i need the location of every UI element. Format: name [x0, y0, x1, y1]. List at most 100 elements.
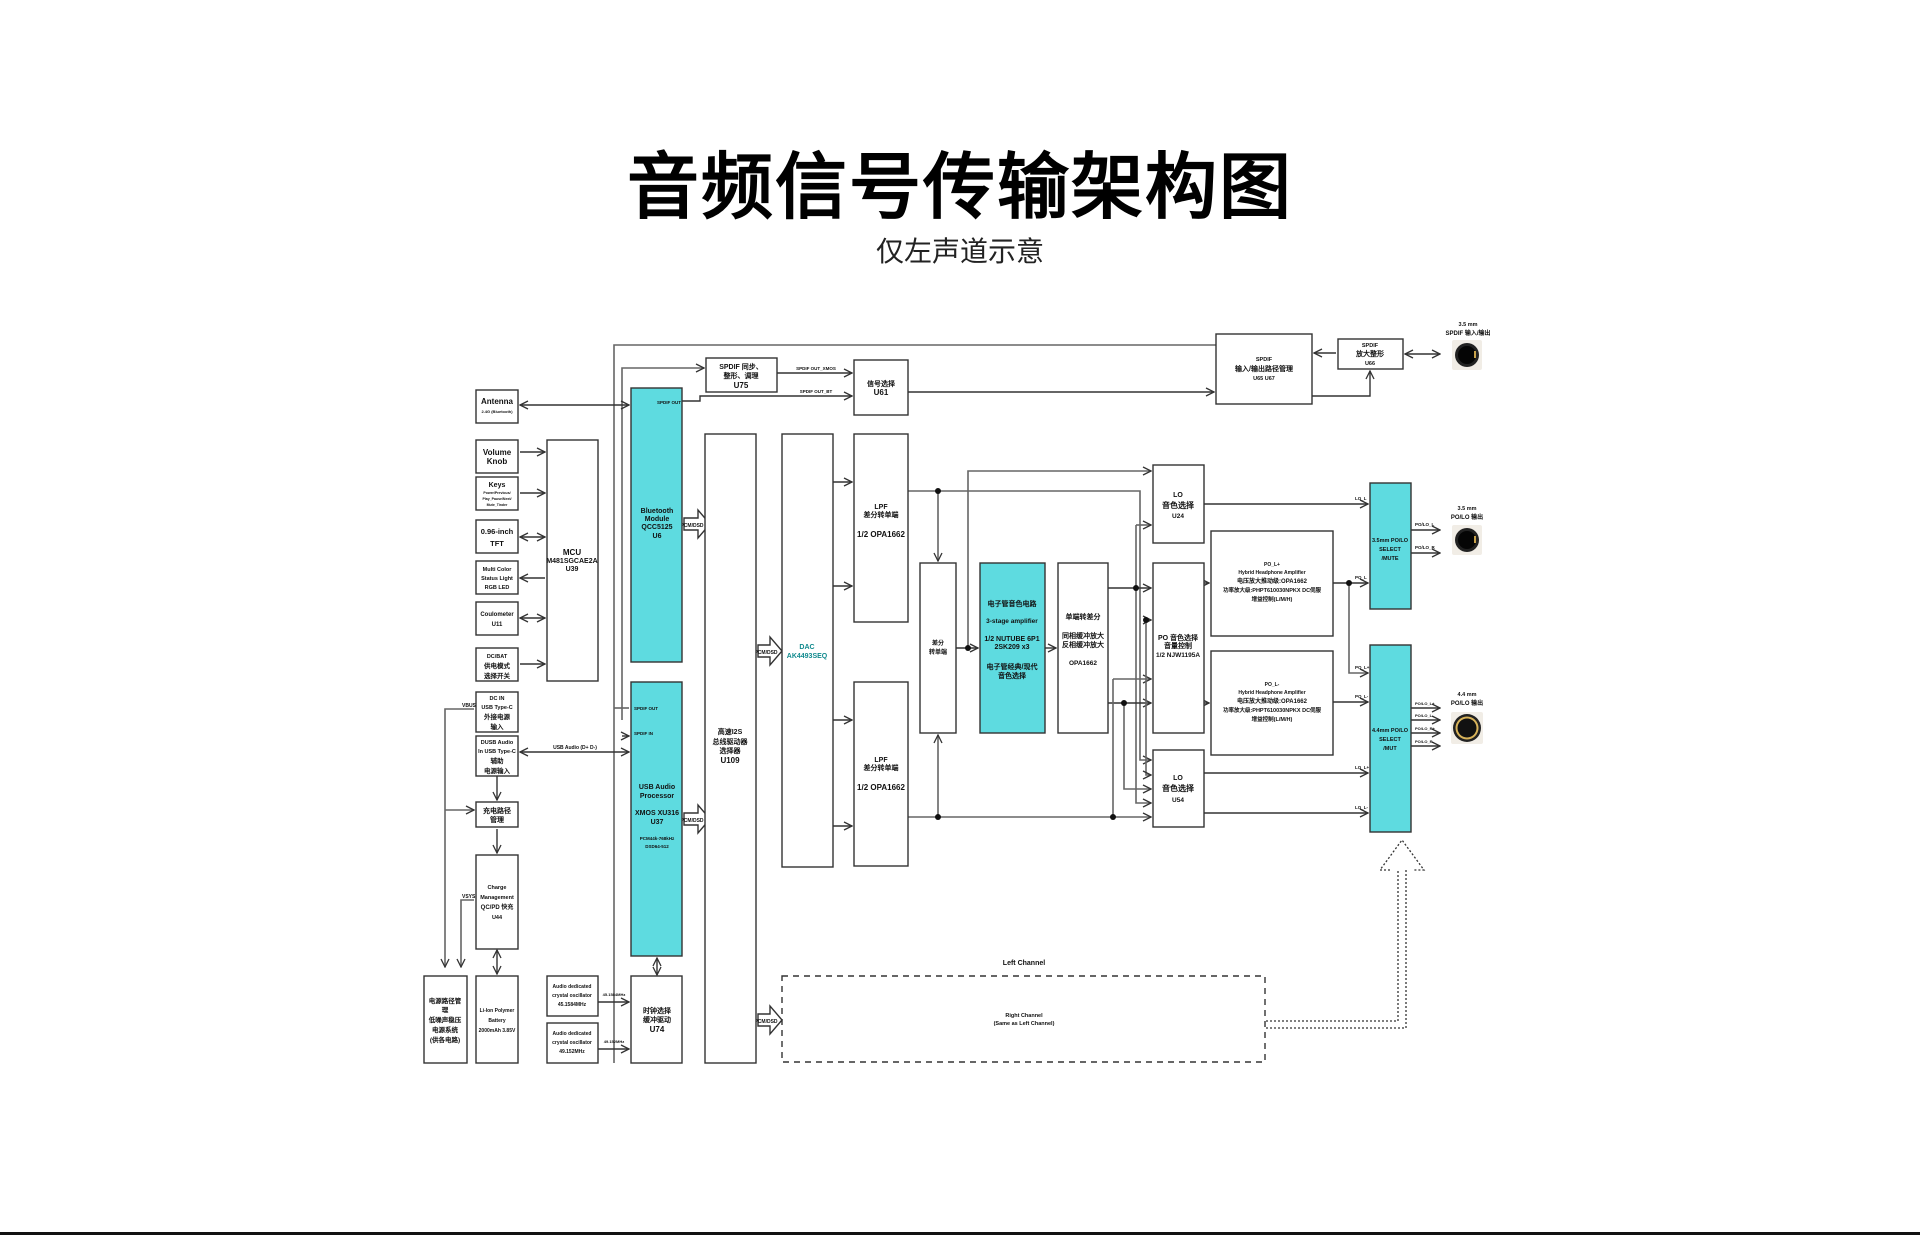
svg-text:Antenna: Antenna: [481, 397, 514, 406]
svg-text:总线驱动器: 总线驱动器: [713, 737, 749, 746]
svg-text:Right Channel: Right Channel: [1005, 1013, 1043, 1019]
lo-l-minus-label: LO_L-: [1355, 805, 1369, 810]
freq-48k-label: 49.152MHz: [604, 1039, 624, 1044]
charge-path-block: 充电路径 管理: [475, 801, 519, 828]
mcu-block: MCU M481SGCAE2A U39: [546, 439, 599, 682]
svg-text:XMOS XU316: XMOS XU316: [635, 810, 679, 817]
usb-audio-signal-label: USB Audio (D+ D-): [553, 745, 597, 751]
svg-text:SPDIF OUT: SPDIF OUT: [657, 400, 681, 405]
svg-text:时钟选择: 时钟选择: [643, 1006, 672, 1015]
lpf-lower-block: LPF 差分转单端 1/2 OPA1662: [853, 681, 909, 867]
svg-text:3.5mm PO/LO: 3.5mm PO/LO: [1372, 538, 1409, 544]
svg-text:功率放大级:PHPT610030NPKX DC伺服: 功率放大级:PHPT610030NPKX DC伺服: [1223, 706, 1322, 714]
svg-text:QC/PD 快充: QC/PD 快充: [481, 903, 514, 911]
svg-text:4.4mm PO/LO: 4.4mm PO/LO: [1372, 728, 1409, 734]
svg-text:音色选择: 音色选择: [1162, 500, 1195, 510]
svg-text:U11: U11: [492, 622, 503, 628]
svg-text:U65 U67: U65 U67: [1253, 376, 1275, 382]
svg-text:3-stage amplifier: 3-stage amplifier: [986, 618, 1038, 625]
svg-text:1/2 OPA1662: 1/2 OPA1662: [857, 530, 905, 539]
svg-text:音色选择: 音色选择: [1162, 783, 1195, 793]
svg-text:PCM44k-768kHz: PCM44k-768kHz: [640, 836, 675, 841]
svg-text:Play_Pause/Next/: Play_Pause/Next/: [483, 497, 512, 501]
svg-text:Hybrid Headphone Amplifier: Hybrid Headphone Amplifier: [1238, 570, 1305, 576]
pcm-dsd-arrow-usb: PCM/DSD: [680, 803, 711, 835]
svg-text:选择开关: 选择开关: [484, 671, 511, 680]
svg-text:Keys: Keys: [489, 482, 506, 489]
svg-text:4.4 mm: 4.4 mm: [1458, 692, 1477, 698]
jack-44mm: 4.4 mm PO/LO 输出: [1451, 692, 1483, 744]
svg-text:U24: U24: [1172, 513, 1184, 520]
polo-r-plus-label: PO/LO_R+: [1415, 726, 1436, 731]
svg-text:LPF: LPF: [874, 757, 888, 764]
signal-select-block: 信号选择 U61: [853, 359, 909, 416]
spdif-amp-block: SPDIF 放大整形 U66: [1337, 338, 1404, 370]
svg-text:crystal oscillator: crystal oscillator: [552, 1040, 592, 1046]
svg-text:Bluetooth: Bluetooth: [641, 508, 674, 515]
po-l-plus-label: PO_L+: [1355, 665, 1370, 670]
svg-text:辅助: 辅助: [491, 756, 505, 765]
svg-text:LPF: LPF: [874, 504, 888, 511]
svg-text:外接电源: 外接电源: [484, 712, 511, 721]
svg-text:Module: Module: [645, 516, 670, 523]
svg-text:SPDIF 输入/输出: SPDIF 输入/输出: [1445, 329, 1490, 337]
svg-text:TFT: TFT: [490, 539, 504, 548]
svg-text:输入: 输入: [491, 722, 505, 731]
svg-text:管理: 管理: [490, 815, 504, 824]
svg-text:Audio dedicated: Audio dedicated: [553, 984, 592, 990]
polo-l-label-35: PO/LO_L: [1415, 522, 1435, 527]
pcm-dsd-arrow-right: PCM/DSD: [754, 1004, 783, 1036]
svg-text:理: 理: [442, 1005, 449, 1014]
svg-text:选择器: 选择器: [720, 746, 742, 755]
svg-text:1/2 OPA1662: 1/2 OPA1662: [857, 783, 905, 792]
svg-text:SPDIF OUT: SPDIF OUT: [634, 706, 658, 711]
coulometer-block: Coulometer U11: [475, 601, 519, 636]
svg-text:低噪声稳压: 低噪声稳压: [428, 1015, 462, 1024]
svg-text:缓冲驱动: 缓冲驱动: [642, 1015, 671, 1024]
svg-text:电子管音色电路: 电子管音色电路: [988, 599, 1038, 608]
svg-text:PCM/DSD: PCM/DSD: [754, 1019, 777, 1025]
svg-text:crystal oscillator: crystal oscillator: [552, 993, 592, 999]
wires: [445, 344, 1440, 1063]
svg-text:0.96-inch: 0.96-inch: [481, 527, 514, 536]
oscillator-48k-block: Audio dedicated crystal oscillator 49.15…: [546, 1022, 599, 1064]
dac-block: DAC AK4493SEQ: [781, 433, 834, 868]
svg-text:转单端: 转单端: [929, 648, 947, 656]
svg-text:DC/BAT: DC/BAT: [487, 654, 508, 660]
rgb-led-block: Multi Color Status Light RGB LED: [475, 560, 519, 595]
svg-text:PCM/DSD: PCM/DSD: [754, 650, 777, 656]
svg-text:Processor: Processor: [640, 793, 675, 800]
svg-text:DAC: DAC: [799, 644, 814, 651]
svg-text:U61: U61: [874, 388, 889, 397]
spdif-path-management-block: SPDIF 输入/输出路径管理 U65 U67: [1215, 333, 1313, 405]
vsys-label: VSYS: [462, 894, 476, 900]
svg-text:增益控制(L/M/H): 增益控制(L/M/H): [1252, 715, 1293, 723]
svg-text:PCM/DSD: PCM/DSD: [680, 818, 703, 824]
svg-text:USB Audio: USB Audio: [639, 784, 675, 791]
clock-buffer-block: 时钟选择 缓冲驱动 U74: [630, 975, 683, 1064]
page-subtitle: 仅左声道示意: [875, 235, 1044, 268]
volume-knob-block: Volume Knob: [475, 439, 519, 474]
polo-r-minus-label: PO/LO_R-: [1415, 739, 1435, 744]
svg-text:音量控制: 音量控制: [1164, 641, 1192, 650]
dusb-audio-in-block: DUSB Audio In USB Type-C 辅助 电源输入: [475, 735, 519, 777]
svg-text:Mute_Tinder: Mute_Tinder: [487, 503, 508, 507]
lpf-upper-block: LPF 差分转单端 1/2 OPA1662: [853, 433, 909, 623]
select-35mm-block: 3.5mm PO/LO SELECT /MUTE: [1369, 482, 1412, 610]
battery-block: Li-Ion Polymer Battery 2000mAh 3.85V: [475, 975, 519, 1064]
svg-text:音色选择: 音色选择: [998, 671, 1027, 680]
diff-to-single-block: 差分 转单端: [919, 562, 957, 734]
po-volume-control-block: PO 音色选择 音量控制 1/2 NJW1195A: [1152, 562, 1205, 734]
polo-r-label-35: PO/LO_R: [1415, 545, 1436, 550]
lo-l-plus-label: LO_L+: [1355, 765, 1370, 770]
svg-text:U37: U37: [651, 819, 664, 826]
antenna-block: Antenna 2.4G (Bluetooth): [475, 389, 519, 424]
svg-text:差分转单端: 差分转单端: [864, 763, 899, 772]
spdif-out-xmos-label: SPDIF OUT_XMOS: [796, 366, 836, 371]
headphone-amp-minus-block: PO_L- Hybrid Headphone Amplifier 电压放大推动级…: [1210, 650, 1334, 756]
dc-bat-switch-block: DC/BAT 供电模式 选择开关: [475, 647, 519, 682]
svg-text:单端转差分: 单端转差分: [1066, 612, 1101, 621]
po-l-minus-label: PO_L-: [1355, 694, 1369, 699]
svg-text:电源输入: 电源输入: [484, 766, 511, 775]
